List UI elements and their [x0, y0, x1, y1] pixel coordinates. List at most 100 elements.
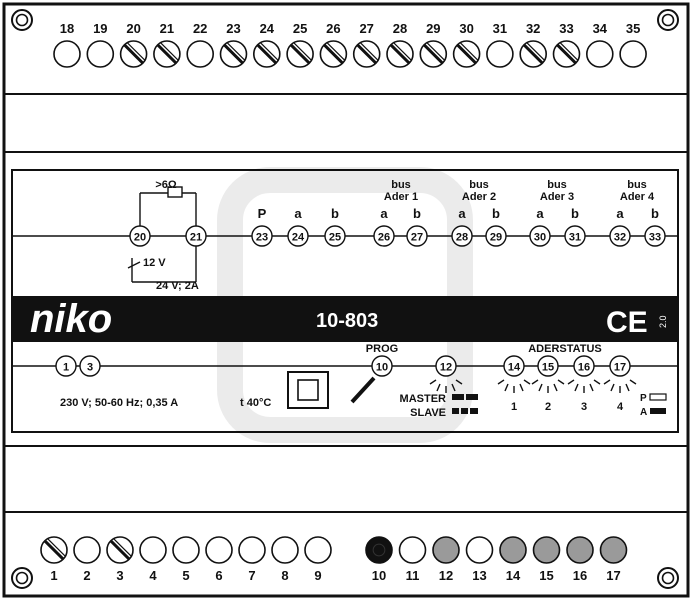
bus-letter: a — [458, 206, 466, 221]
bus-letter: b — [492, 206, 500, 221]
terminal-screw[interactable] — [532, 536, 561, 564]
terminal-screw[interactable] — [304, 536, 332, 564]
terminal-number: 23 — [226, 21, 240, 36]
terminal-screw[interactable] — [106, 536, 134, 564]
terminal-number: 32 — [526, 21, 540, 36]
slave-legend-bars — [452, 408, 478, 414]
ce-mark: CE — [606, 306, 648, 339]
bus-group-title: bus — [469, 179, 489, 191]
aderstatus-number: 3 — [581, 401, 587, 413]
upper-circuit-terminals: 20 21 23 24 25 26 27 28 29 30 31 32 33 — [129, 225, 666, 247]
screw-icon — [657, 567, 679, 589]
terminal-screw[interactable] — [205, 536, 233, 564]
terminal-screw[interactable] — [238, 536, 266, 564]
bus-group-title: bus — [547, 179, 567, 191]
terminal-screw[interactable] — [172, 536, 200, 564]
circuit-terminal-number: 10 — [376, 362, 388, 374]
a-legend-label: A — [640, 407, 647, 418]
terminal-screw[interactable] — [319, 40, 348, 68]
circuit-terminal: 23 — [251, 225, 273, 247]
circuit-terminal-number: 32 — [614, 232, 626, 244]
terminal-screw[interactable] — [186, 40, 214, 68]
terminal-number: 26 — [326, 21, 340, 36]
terminal-screw[interactable] — [73, 536, 101, 564]
terminal-number: 20 — [126, 21, 140, 36]
terminal-screw[interactable] — [365, 536, 393, 564]
circuit-terminal-number: 30 — [534, 232, 546, 244]
terminal-screw[interactable] — [398, 536, 427, 564]
power-spec: 230 V; 50-60 Hz; 0,35 A — [60, 397, 178, 409]
circuit-terminal-number: 20 — [134, 232, 146, 244]
led-rays-icon — [603, 379, 637, 393]
contact-rating: 24 V; 2A — [156, 280, 199, 292]
circuit-terminal: 3 — [79, 355, 101, 377]
terminal-screw[interactable] — [139, 536, 167, 564]
circuit-terminal-number: 25 — [329, 232, 341, 244]
circuit-terminal: 17 — [609, 355, 631, 377]
led-rays-icon — [567, 379, 601, 393]
circuit-terminal-number: 24 — [292, 232, 305, 244]
aderstatus-number: 4 — [617, 401, 624, 413]
aderstatus-label: ADERSTATUS — [528, 343, 602, 355]
led-rays-icon — [531, 379, 565, 393]
terminal-screw[interactable] — [119, 40, 148, 68]
circuit-terminal-number: 27 — [411, 232, 423, 244]
terminal-screw[interactable] — [40, 536, 68, 564]
terminal-screw[interactable] — [219, 40, 248, 68]
p-legend-box — [649, 393, 667, 401]
terminal-screw[interactable] — [499, 536, 527, 564]
terminal-number: 35 — [626, 21, 640, 36]
terminal-screw[interactable] — [352, 40, 381, 68]
terminal-screw[interactable] — [585, 40, 614, 68]
screwdriver-icon — [350, 376, 376, 404]
terminal-screw[interactable] — [86, 40, 115, 68]
terminal-screw[interactable] — [286, 40, 314, 68]
brand-logo: niko — [30, 297, 112, 341]
terminal-screw[interactable] — [271, 536, 299, 564]
terminal-screw[interactable] — [566, 536, 594, 564]
circuit-terminal: 21 — [185, 225, 207, 247]
model-number: 10-803 — [316, 310, 378, 332]
circuit-terminal-number: 3 — [87, 362, 93, 374]
terminal-screw[interactable] — [519, 40, 548, 68]
terminal-number: 17 — [606, 568, 620, 583]
terminal-screw[interactable] — [432, 536, 460, 564]
circuit-terminal: 26 — [373, 225, 395, 247]
circuit-terminal: 12 — [435, 355, 457, 377]
circuit-terminal: 20 — [129, 225, 151, 247]
circuit-terminal: 28 — [451, 225, 473, 247]
terminal-screw[interactable] — [465, 536, 494, 564]
bus-group-wire: Ader 2 — [462, 191, 496, 203]
prog-button-inner[interactable] — [297, 379, 319, 401]
terminal-screw[interactable] — [419, 40, 448, 68]
terminal-number: 12 — [439, 568, 453, 583]
circuit-terminal: 1 — [55, 355, 77, 377]
terminal-number: 8 — [281, 568, 288, 583]
circuit-terminal: 14 — [503, 355, 525, 377]
terminal-number: 24 — [260, 21, 275, 36]
terminal-screw[interactable] — [552, 40, 581, 68]
terminal-number: 13 — [472, 568, 486, 583]
terminal-number: 30 — [459, 21, 473, 36]
circuit-terminal-number: 29 — [490, 232, 502, 244]
bus-letter: b — [571, 206, 579, 221]
bus-group-wire: Ader 3 — [540, 191, 574, 203]
terminal-screw[interactable] — [452, 40, 481, 68]
terminal-screw[interactable] — [53, 40, 81, 68]
terminal-screw[interactable] — [486, 40, 514, 68]
terminal-screw[interactable] — [252, 40, 281, 68]
circuit-terminal-number: 33 — [649, 232, 661, 244]
terminal-screw[interactable] — [153, 40, 181, 68]
terminal-screw[interactable] — [599, 536, 628, 564]
prog-label: PROG — [366, 343, 398, 355]
terminal-screw[interactable] — [619, 40, 647, 68]
bus-letter: b — [413, 206, 421, 221]
terminal-screw[interactable] — [386, 40, 414, 68]
bus-letter: P — [258, 206, 267, 221]
circuit-terminal: 31 — [564, 225, 586, 247]
bus-letter: b — [331, 206, 339, 221]
brand-band — [12, 296, 678, 342]
